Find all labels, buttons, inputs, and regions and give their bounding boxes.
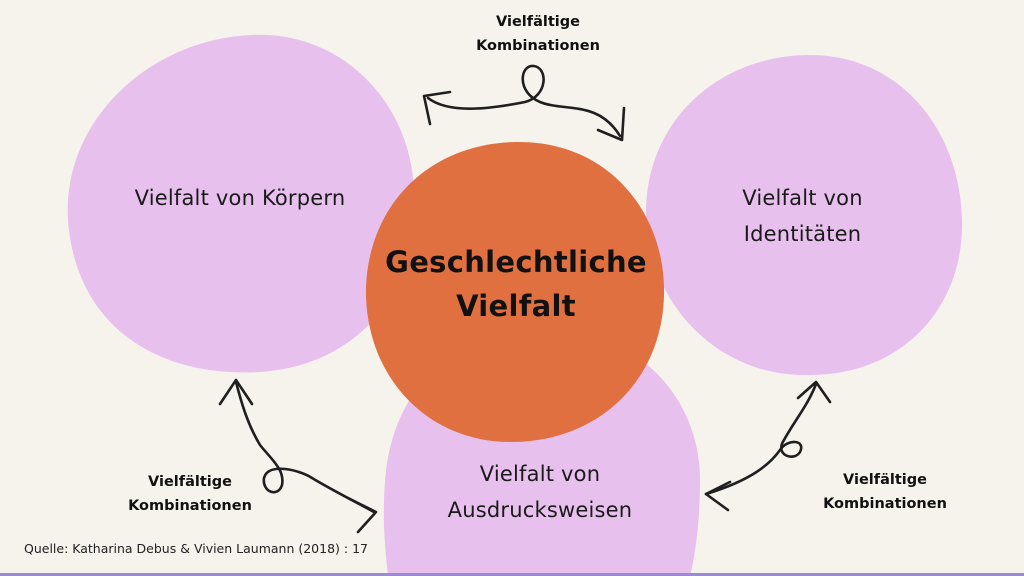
bottom-right-connector-line1: Vielfältige	[843, 472, 927, 488]
bottom-left-connector-line2: Kombinationen	[128, 498, 252, 514]
bottom-edge-line	[0, 573, 1024, 576]
bottom-right-arrowhead-left	[704, 480, 732, 512]
center-label-line1: Geschlechtliche	[385, 245, 647, 279]
top-connector-label: Vielfältige Kombinationen	[448, 10, 628, 58]
top-connector-line1: Vielfältige	[496, 14, 580, 30]
bottom-left-arrow	[234, 380, 376, 514]
bottom-left-arrowhead-up	[218, 378, 254, 406]
left-blob-label-line1: Vielfalt von Körpern	[134, 186, 346, 210]
bottom-blob-label: Vielfalt von Ausdrucksweisen	[430, 456, 650, 528]
center-blob	[365, 141, 665, 443]
center-label: Geschlechtliche Vielfalt	[366, 240, 666, 328]
left-blob	[67, 34, 415, 373]
top-loop-arrow	[426, 64, 622, 138]
right-blob-label-line1: Vielfalt von	[742, 186, 863, 210]
source-citation: Quelle: Katharina Debus & Vivien Laumann…	[24, 541, 368, 556]
bottom-right-connector-line2: Kombinationen	[823, 496, 947, 512]
bottom-right-arrow	[704, 382, 818, 496]
top-arrowhead-left	[422, 90, 452, 126]
bottom-left-arrowhead-right	[346, 496, 378, 534]
right-blob-label-line2: Identitäten	[743, 222, 862, 246]
bottom-left-connector-label: Vielfältige Kombinationen	[110, 470, 270, 518]
top-arrowhead-right	[596, 106, 626, 142]
center-label-line2: Vielfalt	[456, 289, 576, 323]
right-blob	[645, 55, 963, 376]
right-blob-label: Vielfalt von Identitäten	[700, 180, 905, 252]
bottom-left-connector-line1: Vielfältige	[148, 474, 232, 490]
top-connector-line2: Kombinationen	[476, 38, 600, 54]
bottom-blob-label-line1: Vielfalt von	[479, 462, 601, 486]
left-blob-label: Vielfalt von Körpern	[110, 180, 370, 216]
bottom-right-connector-label: Vielfältige Kombinationen	[800, 468, 970, 516]
bottom-right-arrowhead-up	[796, 380, 832, 404]
bottom-blob-label-line2: Ausdrucksweisen	[447, 498, 633, 522]
